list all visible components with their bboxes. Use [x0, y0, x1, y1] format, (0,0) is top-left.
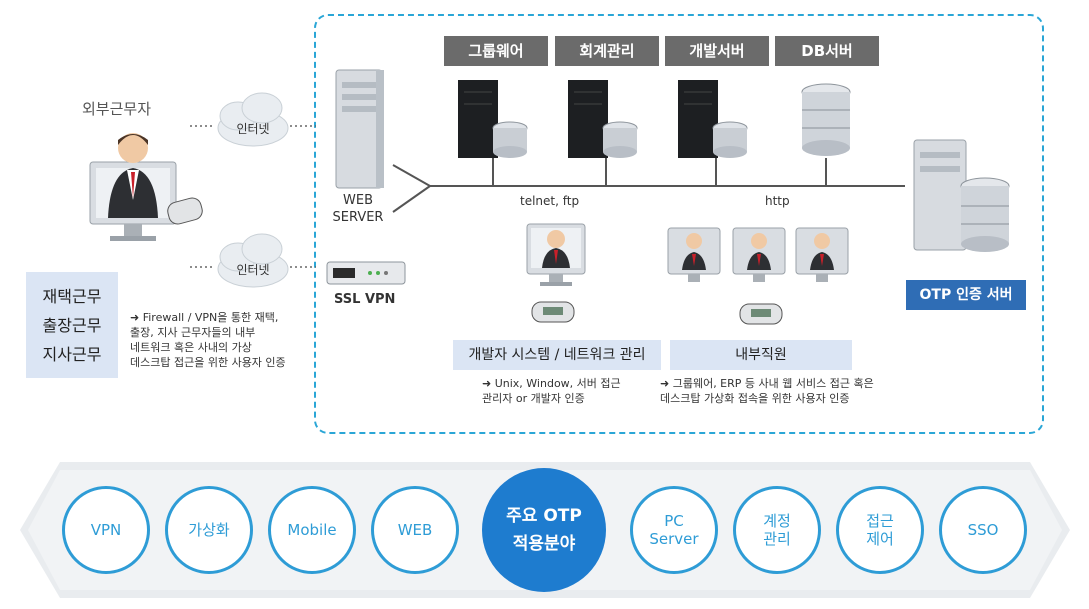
ssl-vpn-label: SSL VPN — [334, 292, 396, 307]
developer-box: 개발자 시스템 / 네트워크 관리 — [453, 340, 661, 370]
staff-monitor-icon — [667, 227, 721, 282]
protocol-http: http — [765, 194, 790, 208]
circle-access-control: 접근 제어 — [836, 486, 924, 574]
groupware-server-icon — [458, 80, 528, 158]
web-server-label: WEB SERVER — [332, 193, 384, 225]
ssl-vpn-device-icon — [326, 261, 406, 285]
internal-network-frame — [314, 14, 1044, 434]
dev-server-icon — [678, 80, 748, 158]
circle-account-mgmt: 계정 관리 — [733, 486, 821, 574]
accounting-server-icon — [568, 80, 638, 158]
circle-virtualization: 가상화 — [165, 486, 253, 574]
circle-vpn: VPN — [62, 486, 150, 574]
remote-worker-monitor-icon — [89, 133, 203, 241]
cloud-icon — [217, 233, 289, 288]
protocol-telnet-ftp: telnet, ftp — [520, 194, 580, 208]
staff-description: ➜ 그룹웨어, ERP 등 사내 웹 서비스 접근 혹은 데스크탑 가상화 접속… — [660, 377, 874, 405]
circle-pc-server: PC Server — [630, 486, 718, 574]
circle-sso: SSO — [939, 486, 1027, 574]
server-label-db: DB서버 — [775, 36, 879, 66]
backbone-branch-top — [392, 164, 431, 187]
staff-box: 내부직원 — [670, 340, 852, 370]
server-label-groupware: 그룹웨어 — [444, 36, 548, 66]
database-icon — [801, 83, 851, 156]
server-label-accounting: 회계관리 — [555, 36, 659, 66]
otp-server-icon — [913, 139, 1010, 252]
developer-monitor-icon — [526, 223, 586, 323]
work-type-home: 재택근무 — [42, 287, 102, 306]
remote-description: ➜ Firewall / VPN을 통한 재택, 출장, 지사 근무자들의 내부… — [130, 311, 286, 369]
cloud-icon — [217, 92, 289, 147]
developer-description: ➜ Unix, Window, 서버 접근 관리자 or 개발자 인증 — [482, 377, 621, 405]
backbone-branch-bottom — [392, 185, 431, 213]
web-server-icon — [335, 69, 384, 189]
staff-monitor-icon — [795, 227, 849, 282]
work-types-box: 재택근무 출장근무 지사근무 — [26, 272, 118, 378]
work-type-business-trip: 출장근무 — [42, 316, 102, 335]
circle-web: WEB — [371, 486, 459, 574]
otp-server-label: OTP 인증 서버 — [906, 280, 1026, 310]
otp-token-icon — [739, 303, 783, 325]
internet-label: 인터넷 — [236, 263, 270, 277]
remote-worker-label: 외부근무자 — [82, 100, 152, 118]
main-otp-circle: 주요 OTP 적용분야 — [482, 468, 606, 592]
staff-monitor-icon — [732, 227, 786, 282]
circle-mobile: Mobile — [268, 486, 356, 574]
work-type-branch: 지사근무 — [42, 345, 102, 364]
server-label-dev: 개발서버 — [665, 36, 769, 66]
internet-label: 인터넷 — [236, 122, 270, 136]
